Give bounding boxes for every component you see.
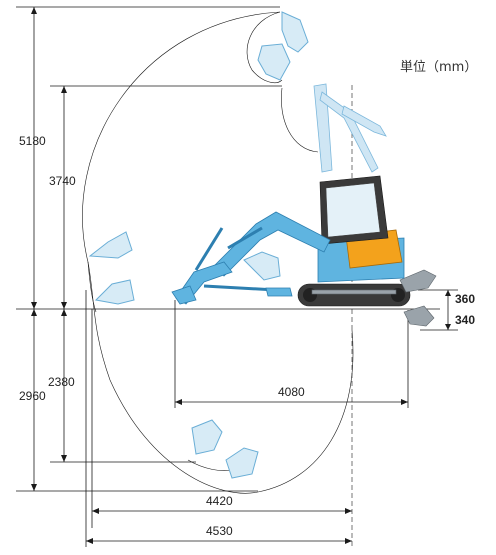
arrow-5180-bottom [31,302,37,309]
label-max-dump-height: 3740 [49,174,76,188]
arrow-4530-right [345,538,352,544]
label-max-vertical-wall-depth: 2380 [48,375,75,389]
cab-glass [325,182,381,238]
arrow-2380-top [61,309,67,316]
bucket-ghost-top [257,11,309,81]
arrow-blade-top [445,290,451,296]
raised-arm-ghost [313,83,387,173]
arrow-2960-bottom [31,484,37,491]
arrow-4420-left [92,508,99,514]
bucket-ghost-left [88,231,135,305]
label-blade-drop-depth: 340 [455,313,475,327]
arrow-4420-right [345,508,352,514]
arrow-4080-left [175,399,182,405]
arrow-2960-top [31,309,37,316]
dozer-blade [399,269,437,293]
bucket-ghost-bottom [191,419,259,479]
label-max-dig-depth: 2960 [19,389,46,403]
boom-foot [265,287,293,297]
working-range-envelope [82,11,354,494]
bucket-ghost-mid [243,251,281,281]
boom-arc-inner [281,87,319,153]
arrow-4080-right [401,399,408,405]
arrow-4530-left [86,538,93,544]
label-min-front-swing-radius: 4080 [278,385,305,399]
label-max-dig-height: 5180 [19,134,46,148]
arm-extension [203,284,277,292]
arrow-2380-bottom [61,455,67,462]
arrow-3740-bottom [61,302,67,309]
reach-arc-left [87,261,97,313]
arrow-blade-bottom [445,324,451,330]
bucket [171,285,197,305]
unit-label: 単位（mm） [400,59,477,75]
excavator [171,175,437,327]
track-frame [311,289,397,295]
arrow-5180-top [31,7,37,14]
label-max-dig-reach: 4530 [206,524,233,538]
boom [213,211,331,277]
boom-cylinder [227,226,263,250]
crawler-track [297,283,411,307]
arrow-3740-top [61,86,67,93]
arm-cylinder [194,227,224,271]
label-blade-lift-height: 360 [455,292,475,306]
dozer-blade-lowered [403,305,435,327]
label-max-dig-reach-ground: 4420 [206,494,233,508]
